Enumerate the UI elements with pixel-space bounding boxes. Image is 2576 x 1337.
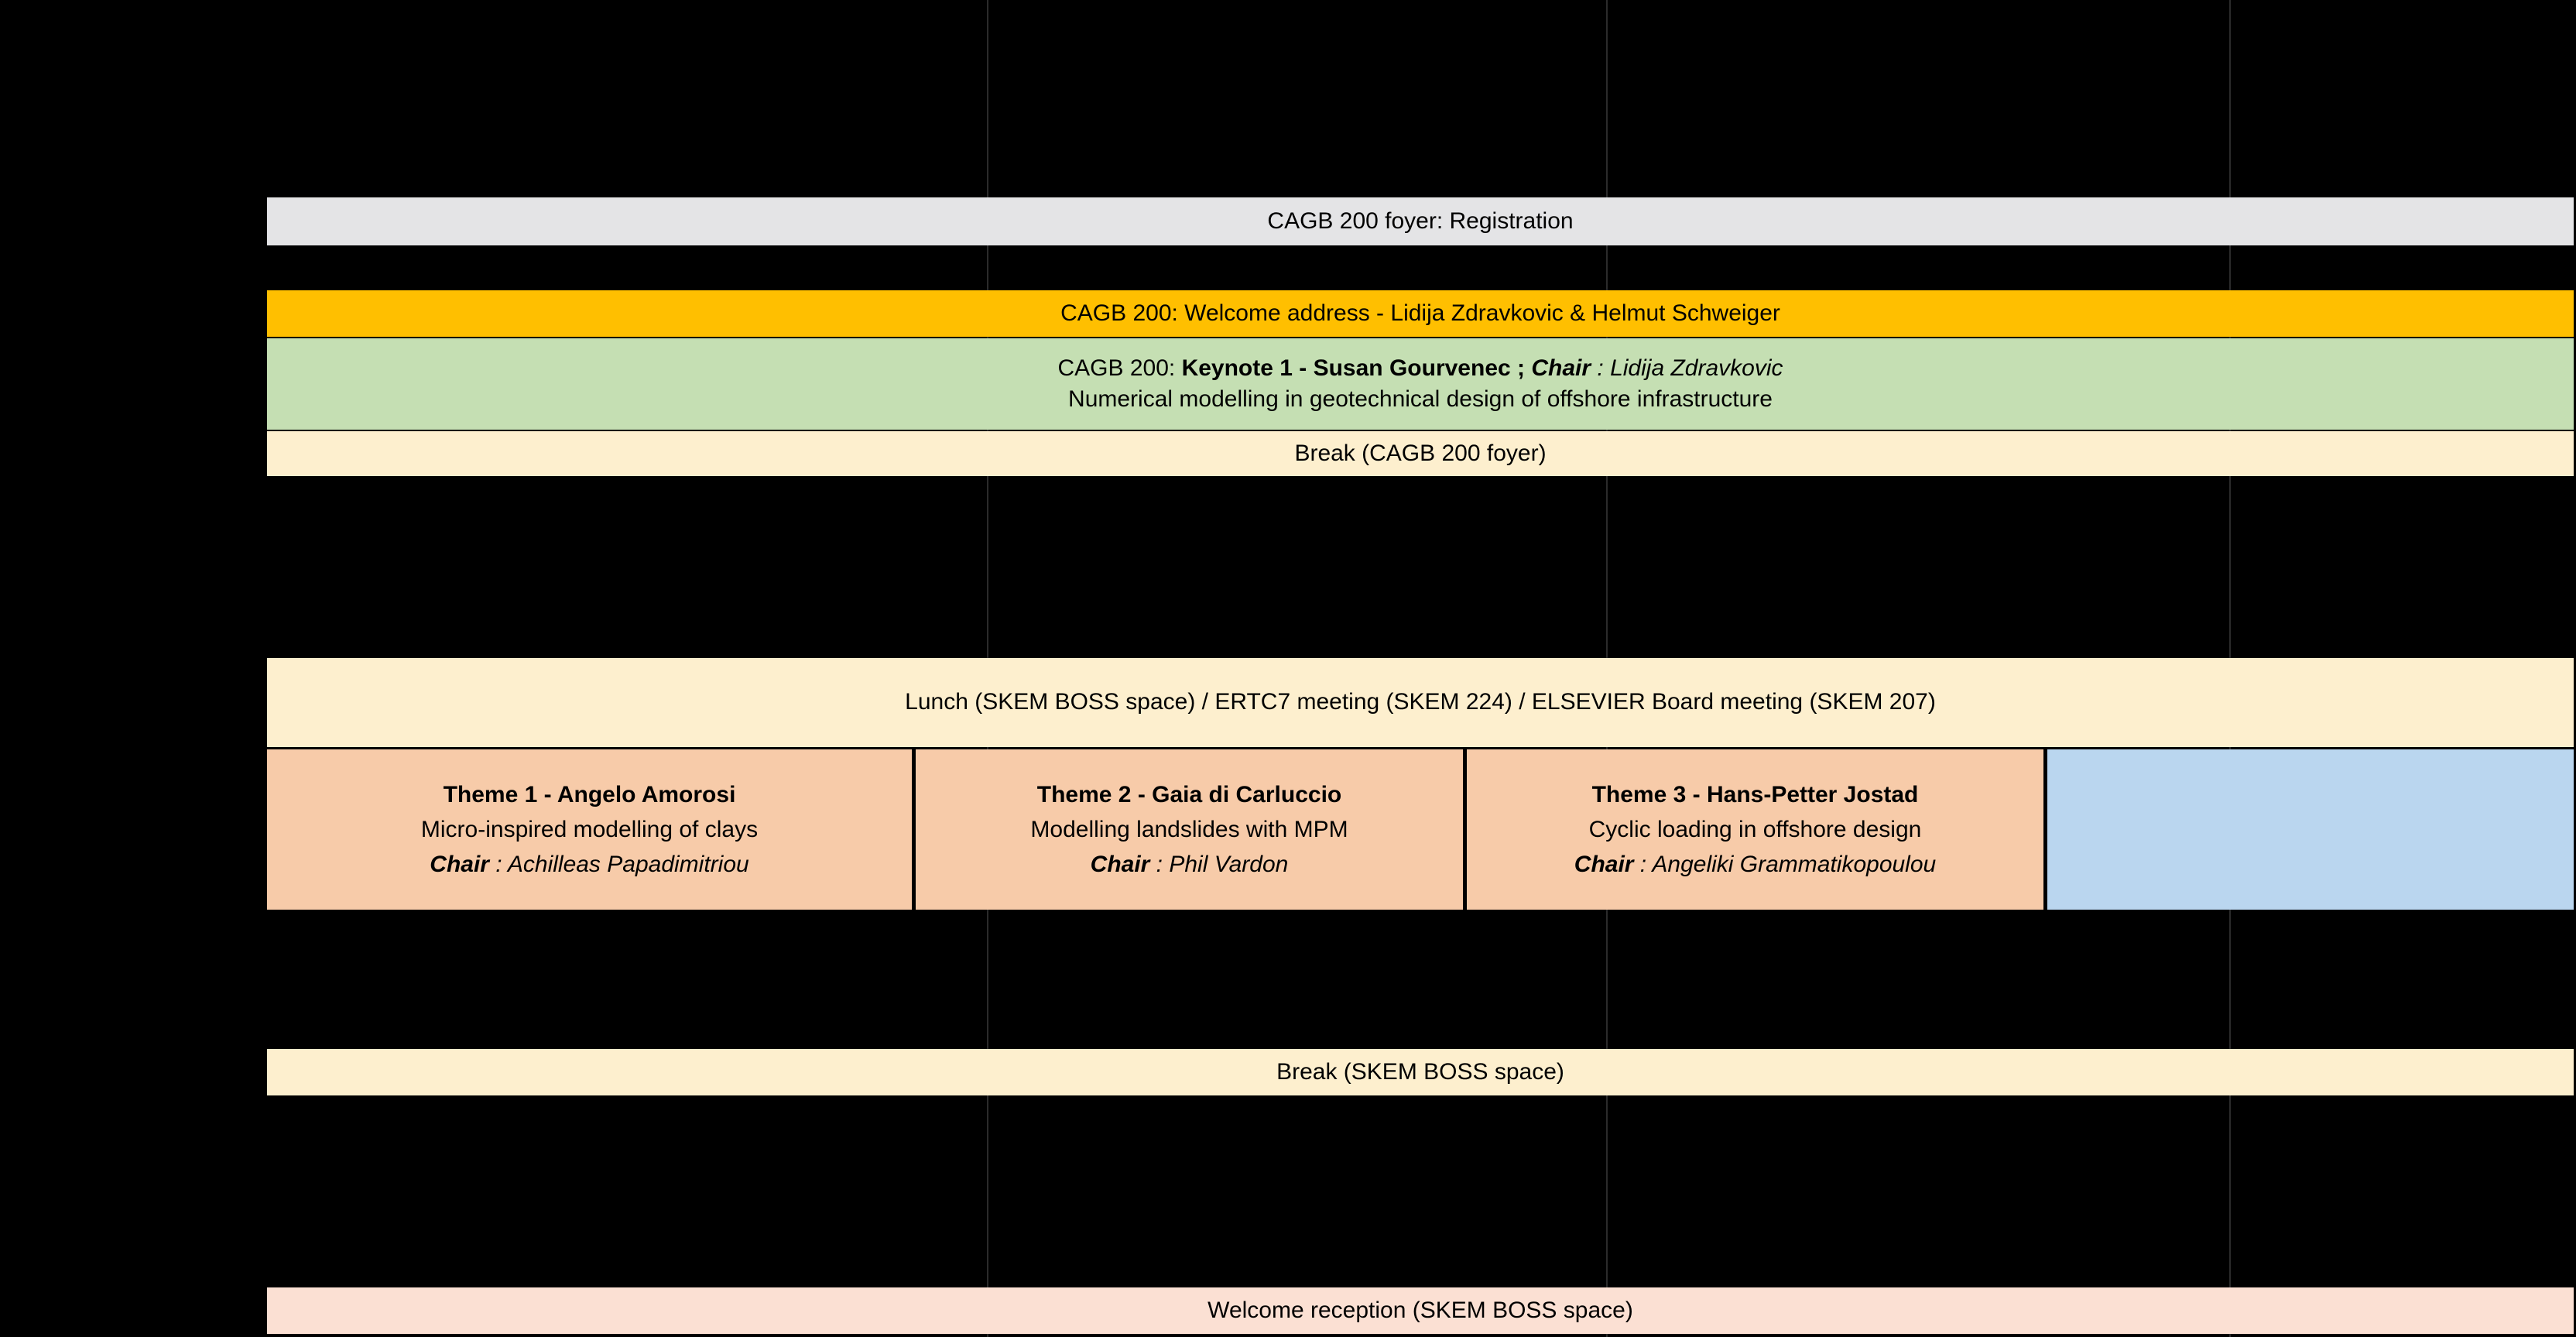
keynote-speaker: Keynote 1 - Susan Gourvenec [1181, 355, 1511, 381]
theme-2-chair: Chair : Phil Vardon [1091, 847, 1289, 882]
break-afternoon-label: Break (SKEM BOSS space) [1276, 1058, 1564, 1085]
schedule-row-lunch[interactable]: Lunch (SKEM BOSS space) / ERTC7 meeting … [267, 658, 2574, 747]
registration-label: CAGB 200 foyer: Registration [1267, 207, 1574, 234]
keynote-chair-colon: : [1591, 355, 1611, 381]
keynote-subtitle: Numerical modelling in geotechnical desi… [1068, 386, 1773, 412]
theme-empty-panel[interactable] [2047, 749, 2574, 910]
schedule-row-registration[interactable]: CAGB 200 foyer: Registration [267, 197, 2574, 245]
keynote-separator: ; [1510, 355, 1532, 381]
theme-column-1[interactable]: Theme 1 - Angelo Amorosi Micro-inspired … [267, 749, 916, 910]
keynote-chair-label: Chair [1531, 355, 1591, 381]
theme-column-3[interactable]: Theme 3 - Hans-Petter Jostad Cyclic load… [1467, 749, 2047, 910]
theme-3-topic: Cyclic loading in offshore design [1588, 817, 1922, 842]
theme-2-title: Theme 2 - Gaia di Carluccio [1036, 782, 1342, 807]
theme-sessions-row: Theme 1 - Angelo Amorosi Micro-inspired … [267, 749, 2574, 910]
theme-1-chair-colon: : [488, 852, 508, 877]
welcome-address-label: CAGB 200: Welcome address - Lidija Zdrav… [1060, 300, 1780, 326]
schedule-row-break-morning[interactable]: Break (CAGB 200 foyer) [267, 431, 2574, 476]
theme-1-chair-label: Chair [430, 852, 489, 877]
schedule-row-break-afternoon[interactable]: Break (SKEM BOSS space) [267, 1049, 2574, 1095]
theme-1-title: Theme 1 - Angelo Amorosi [443, 782, 736, 807]
theme-1-topic: Micro-inspired modelling of clays [420, 817, 759, 842]
theme-2-chair-name: Phil Vardon [1169, 852, 1289, 877]
schedule-row-welcome-reception[interactable]: Welcome reception (SKEM BOSS space) [267, 1287, 2574, 1334]
keynote-room-prefix: CAGB 200: [1057, 355, 1182, 381]
theme-2-topic: Modelling landslides with MPM [1030, 817, 1348, 842]
theme-1-chair: Chair : Achilleas Papadimitriou [430, 847, 748, 882]
theme-1-chair-name: Achilleas Papadimitriou [507, 852, 749, 877]
theme-3-chair-colon: : [1633, 852, 1653, 877]
theme-2-chair-label: Chair [1090, 852, 1150, 877]
theme-3-chair-name: Angeliki Grammatikopoulou [1652, 852, 1937, 877]
keynote-chair-name: Lidija Zdravkovic [1610, 355, 1783, 381]
schedule-row-keynote[interactable]: CAGB 200: Keynote 1 - Susan Gourvenec ; … [267, 338, 2574, 430]
break-morning-label: Break (CAGB 200 foyer) [1294, 440, 1547, 466]
lunch-label: Lunch (SKEM BOSS space) / ERTC7 meeting … [905, 689, 1936, 715]
keynote-headline: CAGB 200: Keynote 1 - Susan Gourvenec ; … [275, 353, 2566, 385]
theme-3-chair-label: Chair [1574, 852, 1634, 877]
keynote-content: CAGB 200: Keynote 1 - Susan Gourvenec ; … [267, 353, 2574, 416]
theme-2-chair-colon: : [1149, 852, 1170, 877]
theme-3-title: Theme 3 - Hans-Petter Jostad [1591, 782, 1919, 807]
welcome-reception-label: Welcome reception (SKEM BOSS space) [1208, 1297, 1633, 1323]
theme-3-chair: Chair : Angeliki Grammatikopoulou [1574, 847, 1936, 882]
theme-column-2[interactable]: Theme 2 - Gaia di Carluccio Modelling la… [916, 749, 1467, 910]
schedule-row-welcome-address[interactable]: CAGB 200: Welcome address - Lidija Zdrav… [267, 290, 2574, 337]
